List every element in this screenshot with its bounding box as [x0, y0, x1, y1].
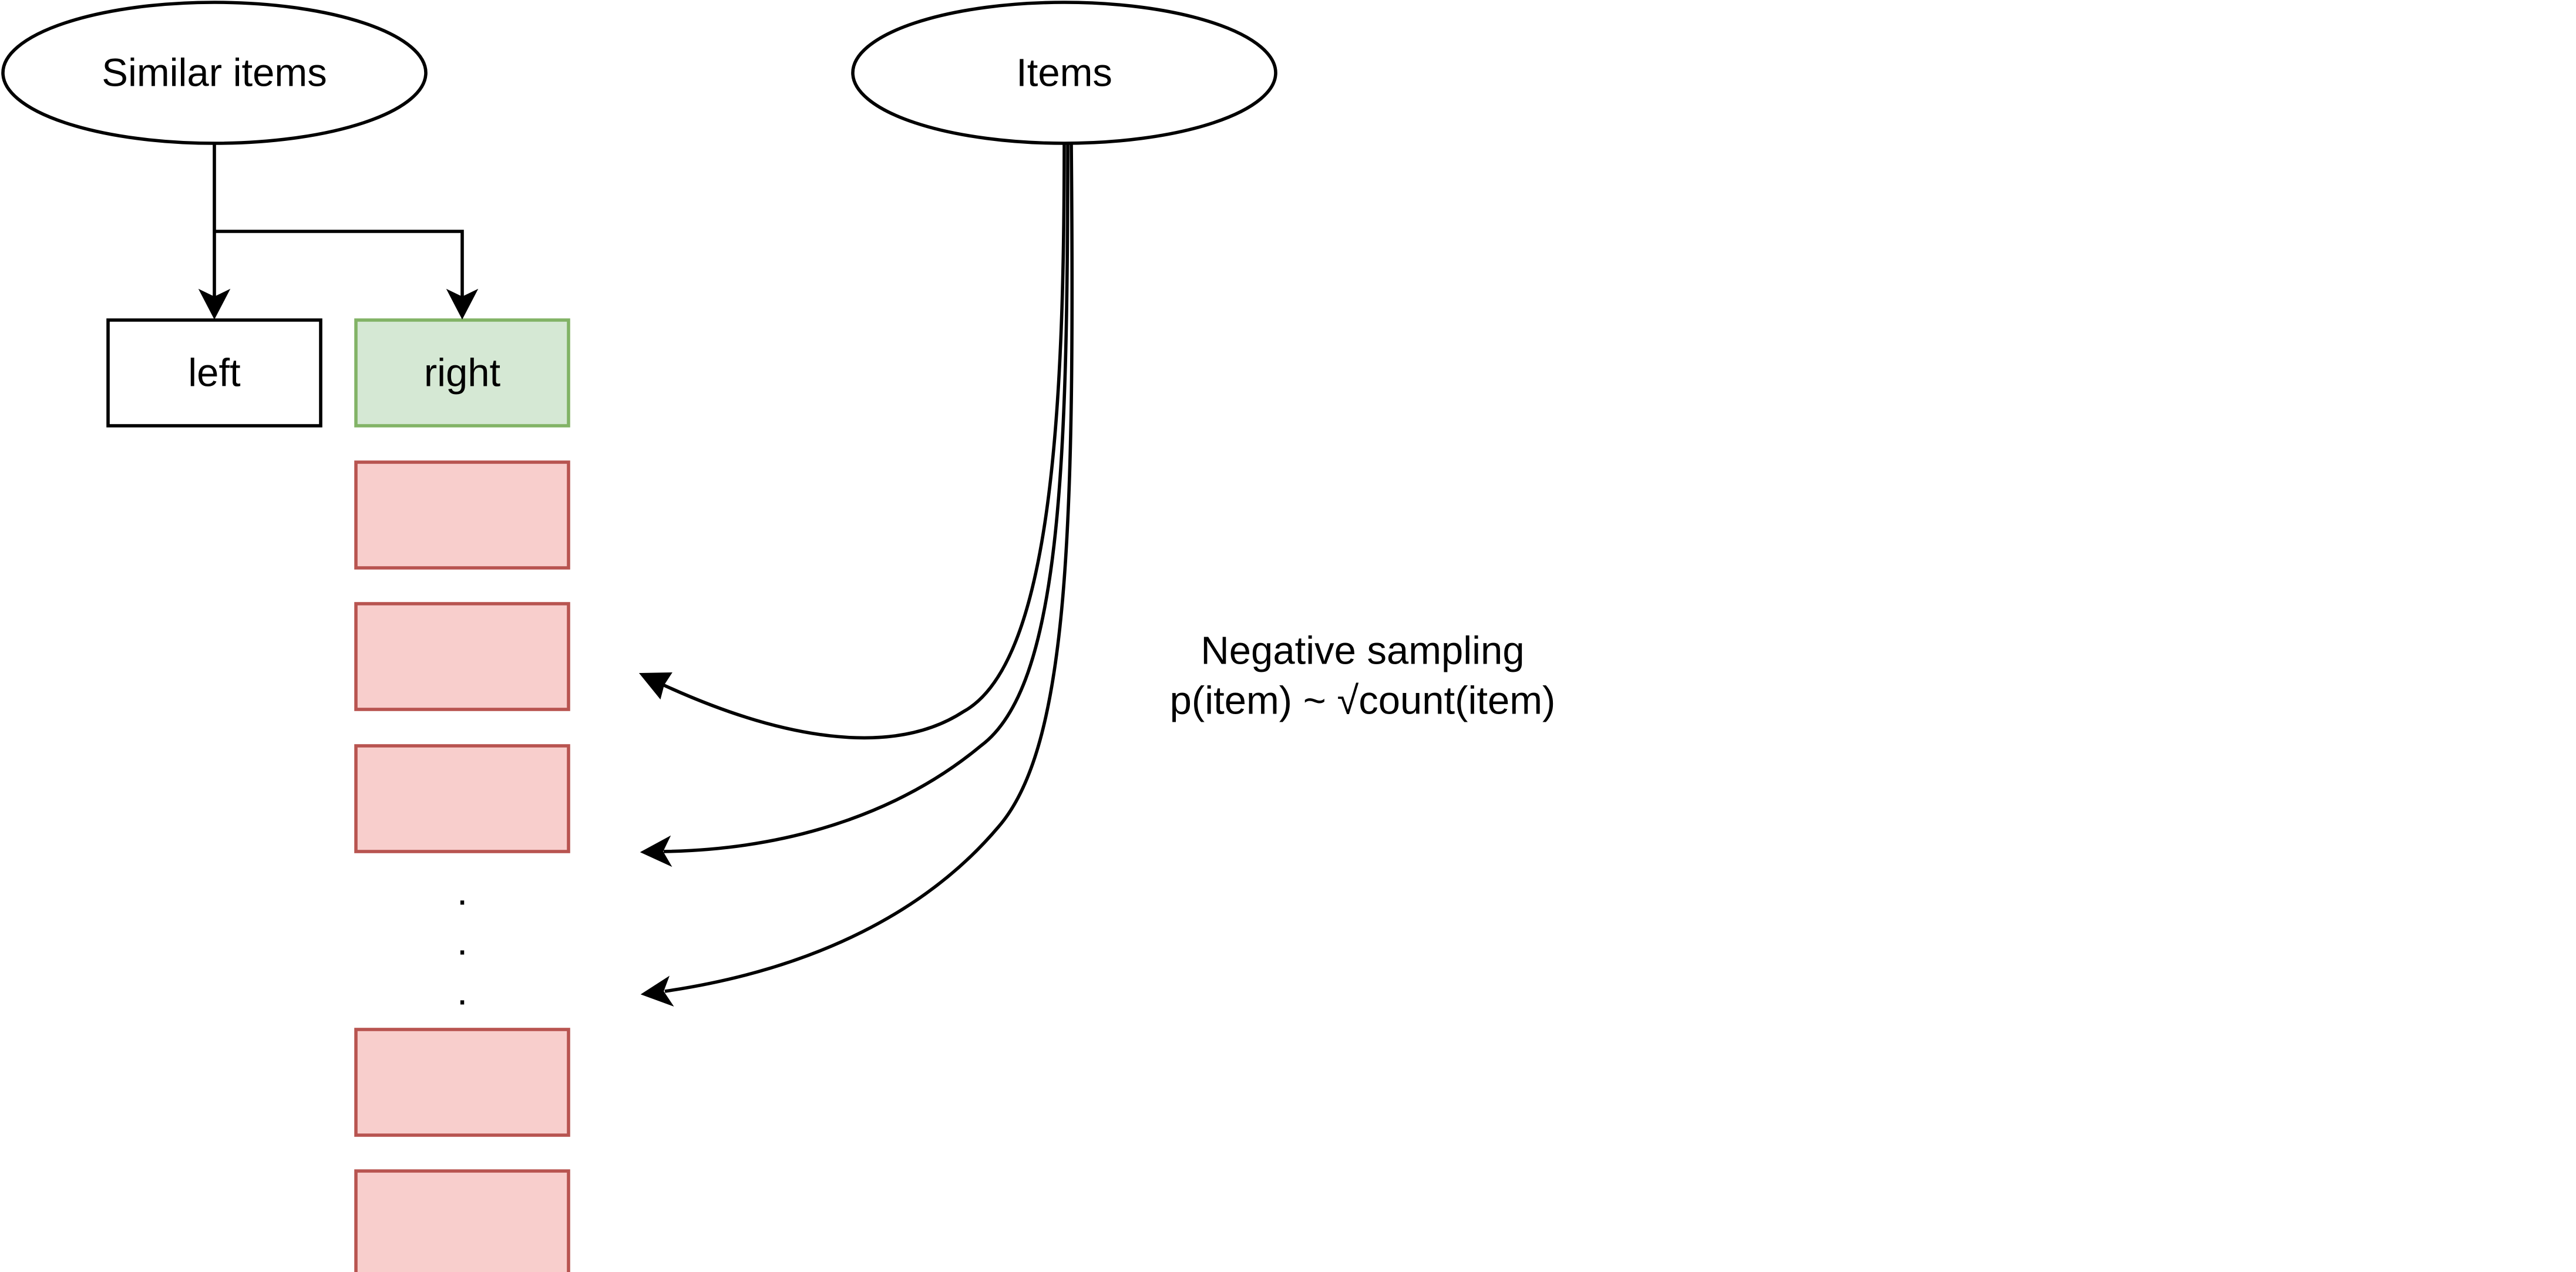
similar-items-label: Similar items	[102, 51, 327, 95]
arrowhead-left	[198, 288, 231, 320]
arrowhead-sample-1	[638, 672, 672, 700]
similar-items-connector	[198, 143, 479, 320]
annotation-line-2: p(item) ~ √count(item)	[1170, 679, 1556, 723]
items-node[interactable]: Items	[851, 1, 1277, 145]
sampling-curve-2	[663, 143, 1070, 853]
items-label: Items	[1016, 51, 1112, 95]
left-label: left	[188, 351, 241, 395]
negative-sampling-annotation: Negative sampling p(item) ~ √count(item)	[1170, 629, 1556, 723]
arrowhead-sample-3	[640, 975, 674, 1007]
ellipsis-dot: .	[457, 970, 468, 1014]
negative-sample-box[interactable]	[354, 1028, 570, 1137]
negative-sampling-arrows	[638, 143, 1074, 1007]
negative-sample-box[interactable]	[354, 602, 570, 711]
left-box[interactable]: left	[106, 318, 322, 428]
negative-sample-box[interactable]	[354, 1169, 570, 1272]
negative-sample-box[interactable]	[354, 460, 570, 570]
right-label: right	[424, 351, 501, 395]
connector-to-right	[214, 230, 464, 298]
sampling-curve-1	[657, 143, 1066, 740]
ellipsis-dot: .	[457, 870, 468, 914]
negative-samples-stack: . . .	[354, 460, 570, 1272]
arrowhead-sample-2	[640, 835, 672, 867]
similar-items-node[interactable]: Similar items	[1, 1, 428, 145]
right-box[interactable]: right	[354, 318, 570, 428]
sampling-curve-3	[664, 143, 1074, 993]
negative-sample-box[interactable]	[354, 744, 570, 853]
annotation-line-1: Negative sampling	[1200, 629, 1524, 673]
ellipsis-dot: .	[457, 920, 468, 964]
arrowhead-right	[446, 288, 479, 320]
